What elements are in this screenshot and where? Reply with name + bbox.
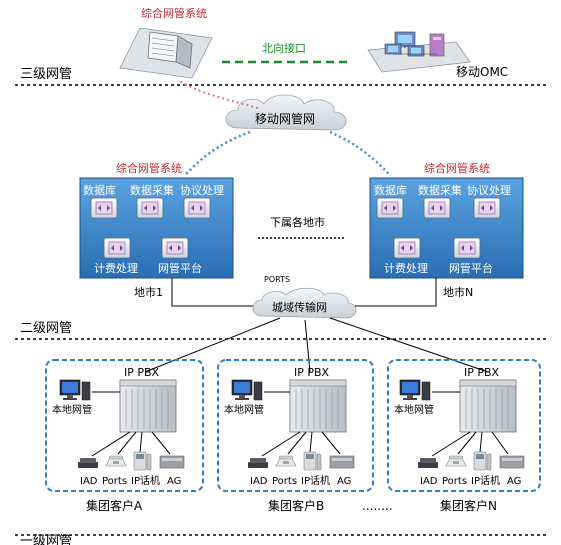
module-icon-collection — [136, 197, 164, 219]
ag-icon — [329, 455, 355, 469]
customerN-iad-label: IAD — [420, 476, 438, 487]
customerN-ag-label: AG — [507, 476, 521, 487]
ip-phone-icon — [303, 451, 322, 471]
customerB-ports-label: Ports — [272, 476, 297, 487]
module-icon-database — [90, 197, 118, 219]
customerB-ipphone-label: IP话机 — [301, 474, 330, 487]
cityN-module-collection: 数据采集 — [418, 183, 462, 197]
city1-module-billing: 计费处理 — [94, 262, 138, 275]
northbound-label: 北向接口 — [262, 41, 306, 55]
ports-label: PORTS — [264, 275, 290, 284]
local-nms-icon — [59, 379, 91, 401]
customerA-ippbx-label: IP PBX — [124, 366, 160, 379]
customer-group-n — [387, 359, 541, 492]
customerN-local-nms-label: 本地网管 — [394, 403, 434, 416]
customerN-ports-label: Ports — [442, 476, 467, 487]
metro-label: 城域传输网 — [272, 300, 327, 314]
module-icon-billing-n — [393, 237, 421, 259]
cityN-module-database: 数据库 — [374, 183, 407, 197]
phone-icon — [275, 455, 297, 467]
customerB-ag-label: AG — [337, 476, 351, 487]
ag-icon — [499, 455, 525, 469]
customerB-name: 集团客户B — [268, 498, 324, 513]
customerA-ag-label: AG — [167, 476, 181, 487]
ippbx-icon — [459, 379, 517, 433]
city1-nms-box — [79, 177, 234, 279]
link-cloud-to-cityN — [329, 130, 391, 176]
customer-group-a — [45, 359, 204, 492]
local-nms-icon — [399, 379, 431, 401]
cityN-module-platform: 网管平台 — [449, 261, 493, 275]
customer-ellipsis: ........ — [362, 499, 393, 513]
customerN-ippbx-label: IP PBX — [464, 366, 500, 379]
customerA-local-nms-label: 本地网管 — [52, 403, 92, 416]
link-cityN-metro — [350, 278, 437, 307]
customerB-local-nms-label: 本地网管 — [224, 403, 264, 416]
module-icon-database-n — [376, 197, 404, 219]
ip-phone-icon — [133, 451, 152, 471]
ip-phone-icon — [473, 451, 492, 471]
city1-module-collection: 数据采集 — [130, 183, 174, 197]
iad-icon — [78, 458, 98, 468]
customerN-name: 集团客户N — [440, 498, 497, 513]
customerA-ports-label: Ports — [102, 476, 127, 487]
customerA-name: 集团客户A — [86, 498, 143, 513]
mobile-omc-label: 移动OMC — [456, 65, 508, 79]
customerB-ippbx-label: IP PBX — [294, 366, 330, 379]
ippbx-icon — [119, 379, 177, 433]
iad-icon — [248, 458, 268, 468]
cityN-module-billing: 计费处理 — [384, 262, 428, 275]
city1-module-platform: 网管平台 — [158, 261, 202, 275]
city1-label: 地市1 — [134, 285, 163, 299]
link-metro-customerA — [144, 317, 281, 373]
link-metro-customerN — [329, 317, 489, 373]
module-icon-platform-n — [453, 237, 481, 259]
phone-icon — [105, 455, 127, 467]
cityN-nms-box — [369, 177, 524, 279]
subordinate-cities-label: 下属各地市 — [270, 215, 325, 229]
customerA-ipphone-label: IP话机 — [131, 474, 160, 487]
level1-label: 一级网管 — [20, 534, 72, 545]
level3-label: 三级网管 — [20, 67, 72, 82]
module-icon-collection-n — [423, 197, 451, 219]
module-icon-billing — [103, 237, 131, 259]
phone-icon — [445, 455, 467, 467]
customerB-iad-label: IAD — [250, 476, 268, 487]
mobile-nms-cloud-label: 移动网管网 — [255, 111, 315, 126]
cityN-nms-title: 综合网管系统 — [424, 161, 490, 175]
cityN-label: 地市N — [443, 285, 473, 299]
city1-module-database: 数据库 — [83, 183, 116, 197]
city1-nms-title: 综合网管系统 — [116, 161, 182, 175]
integrated-nms-server — [119, 27, 213, 79]
module-icon-protocol — [183, 197, 211, 219]
iad-icon — [418, 458, 438, 468]
link-metro-customerB — [304, 319, 311, 373]
link-city1-metro — [171, 278, 258, 307]
link-cloud-to-city1 — [184, 130, 251, 176]
local-nms-icon — [231, 379, 263, 401]
integrated-nms-title: 综合网管系统 — [141, 6, 207, 20]
module-icon-platform — [161, 237, 189, 259]
customerA-iad-label: IAD — [80, 476, 98, 487]
ippbx-icon — [289, 379, 347, 433]
customerN-ipphone-label: IP话机 — [471, 474, 500, 487]
level2-label: 二级网管 — [20, 321, 72, 336]
ag-icon — [159, 455, 185, 469]
cityN-module-protocol: 协议处理 — [467, 183, 511, 197]
module-icon-protocol-n — [473, 197, 501, 219]
metro-cloud — [252, 287, 357, 319]
city1-module-protocol: 协议处理 — [180, 183, 224, 197]
mobile-nms-cloud — [225, 94, 347, 131]
mobile-omc-equipment — [367, 31, 471, 73]
customer-group-b — [217, 359, 374, 492]
